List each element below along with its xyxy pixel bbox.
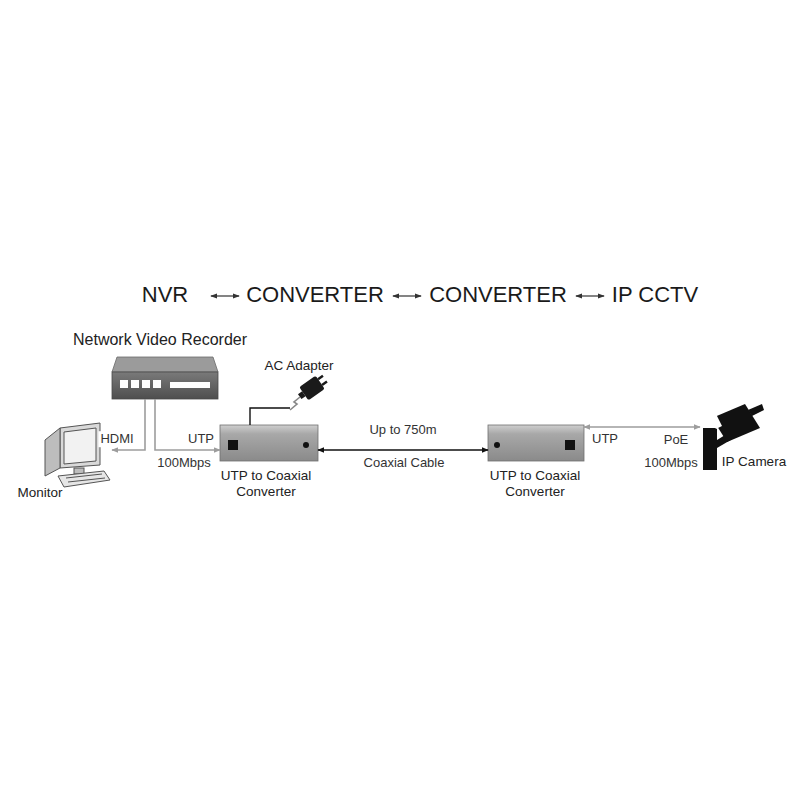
cable-label: Coaxial Cable xyxy=(364,455,445,471)
connector xyxy=(250,408,290,425)
connector xyxy=(584,426,700,428)
speed-label: 100Mbps xyxy=(644,455,697,471)
power-label: PoE xyxy=(664,432,689,448)
connector xyxy=(318,449,488,451)
edge-label: UTP xyxy=(590,431,620,447)
speed-label: 100Mbps xyxy=(157,455,210,471)
device-label: Monitor xyxy=(17,485,62,501)
edge-label: UTP xyxy=(186,431,216,447)
device-label: AC Adapter xyxy=(264,358,333,374)
nvr-box: Network Video Recorder xyxy=(108,355,220,399)
edge-label: Up to 750m xyxy=(367,422,438,438)
adapter-box: AC Adapter xyxy=(284,374,330,410)
converter-box: UTP to Coaxial Converter xyxy=(488,425,584,461)
device-label: Network Video Recorder xyxy=(73,330,247,349)
converter-box: UTP to Coaxial Converter xyxy=(220,425,318,461)
connector xyxy=(155,399,220,450)
nvr-device xyxy=(112,357,218,399)
device-label: UTP to Coaxial Converter xyxy=(206,468,326,500)
device-label: IP Camera xyxy=(722,454,786,470)
device-label: UTP to Coaxial Converter xyxy=(475,468,595,500)
header-text: CONVERTER xyxy=(429,282,567,308)
monitor-box: Monitor xyxy=(40,420,112,488)
camera-box: IP Camera xyxy=(700,402,764,450)
converter-device xyxy=(220,425,318,461)
header-text: NVR xyxy=(142,282,188,308)
edge-label: HDMI xyxy=(98,431,135,447)
header-text: CONVERTER xyxy=(246,282,384,308)
ac-adapter-icon xyxy=(290,372,330,410)
header-text: IP CCTV xyxy=(612,282,698,308)
converter-device xyxy=(488,425,584,461)
